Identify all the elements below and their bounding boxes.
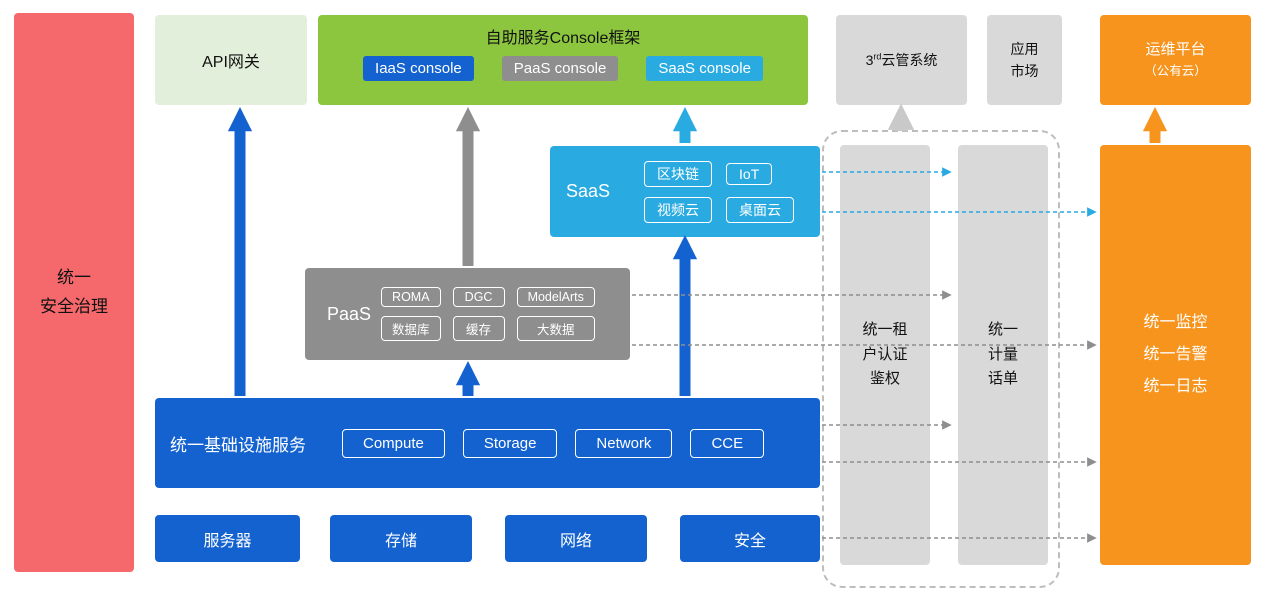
om-platform-box: 运维平台 （公有云） xyxy=(1100,15,1251,105)
hardware-security-label: 安全 xyxy=(733,532,766,550)
saas-service-desktop-cloud: 桌面云 xyxy=(726,196,795,223)
infrastructure-label: 统一基础设施服务 xyxy=(170,435,306,455)
third-party-cloud-box: 3rd云管系统 xyxy=(836,15,967,105)
infra-service-compute: Compute xyxy=(342,428,445,458)
metering-pillar: 统一 计量 话单 xyxy=(958,145,1048,565)
saas-service-iot: IoT xyxy=(726,162,773,185)
console-framework-box: 自助服务Console框架 IaaS console PaaS console … xyxy=(318,15,808,105)
auth-pillar: 统一租 户认证 鉴权 xyxy=(840,145,930,565)
om-platform-label: 运维平台 xyxy=(1145,41,1206,59)
infrastructure-services: Compute Storage Network CCE xyxy=(342,428,765,458)
saas-services: 区块链 IoT 视频云 桌面云 xyxy=(644,160,795,223)
iaas-console-chip: IaaS console xyxy=(363,56,474,81)
paas-services: ROMA DGC ModelArts 数据库 缓存 大数据 xyxy=(381,287,595,341)
saas-service-blockchain: 区块链 xyxy=(644,160,713,187)
hardware-server-box: 服务器 xyxy=(155,515,300,562)
auth-pillar-label: 统一租 户认证 鉴权 xyxy=(862,320,908,388)
console-row: IaaS console PaaS console SaaS console xyxy=(363,56,763,81)
monitoring-label: 统一监控 统一告警 统一日志 xyxy=(1143,314,1208,395)
infra-service-storage: Storage xyxy=(462,428,558,458)
hardware-network-label: 网络 xyxy=(559,532,592,550)
paas-service-database: 数据库 xyxy=(381,316,441,341)
app-market-box: 应用 市场 xyxy=(987,15,1062,105)
saas-label: SaaS xyxy=(566,181,611,201)
om-platform-sublabel: （公有云） xyxy=(1144,63,1207,78)
infra-service-cce: CCE xyxy=(690,428,765,458)
paas-box: PaaS ROMA DGC ModelArts 数据库 缓存 大数据 xyxy=(305,268,630,360)
third-party-cloud-label: 3rd云管系统 xyxy=(865,51,938,68)
console-framework-title: 自助服务Console框架 xyxy=(485,30,641,47)
paas-service-dgc: DGC xyxy=(452,287,505,307)
tenant-services-zone xyxy=(822,130,1060,588)
paas-service-bigdata: 大数据 xyxy=(516,316,595,341)
saas-service-video-cloud: 视频云 xyxy=(644,196,713,223)
paas-service-modelarts: ModelArts xyxy=(516,287,595,307)
hardware-server-label: 服务器 xyxy=(203,532,252,550)
app-market-label: 应用 市场 xyxy=(1010,40,1039,79)
security-governance-label: 统一 安全治理 xyxy=(40,267,108,316)
security-governance-bar: 统一 安全治理 xyxy=(14,13,134,572)
hardware-security-box: 安全 xyxy=(680,515,820,562)
hardware-storage-label: 存储 xyxy=(384,532,417,550)
infra-service-network: Network xyxy=(575,428,673,458)
hardware-network-box: 网络 xyxy=(505,515,647,562)
infrastructure-box: 统一基础设施服务 Compute Storage Network CCE xyxy=(155,398,820,488)
api-gateway-box: API网关 xyxy=(155,15,307,105)
hardware-storage-box: 存储 xyxy=(330,515,472,562)
saas-box: SaaS 区块链 IoT 视频云 桌面云 xyxy=(550,146,820,237)
metering-pillar-label: 统一 计量 话单 xyxy=(987,320,1018,388)
api-gateway-label: API网关 xyxy=(202,54,260,71)
paas-service-cache: 缓存 xyxy=(452,316,505,341)
saas-console-chip: SaaS console xyxy=(646,56,763,81)
paas-console-chip: PaaS console xyxy=(501,56,619,81)
paas-service-roma: ROMA xyxy=(381,287,441,307)
paas-label: PaaS xyxy=(327,303,372,324)
monitoring-box: 统一监控 统一告警 统一日志 xyxy=(1100,145,1251,565)
